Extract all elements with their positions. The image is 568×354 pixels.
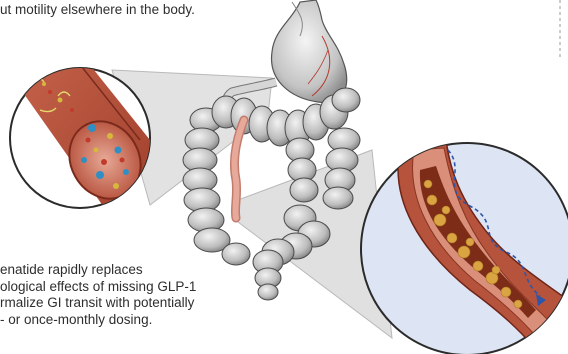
stomach-illustration: [226, 0, 347, 110]
vessel-magnified-circle: [0, 40, 154, 230]
intestine-magnified-circle: [361, 140, 568, 354]
